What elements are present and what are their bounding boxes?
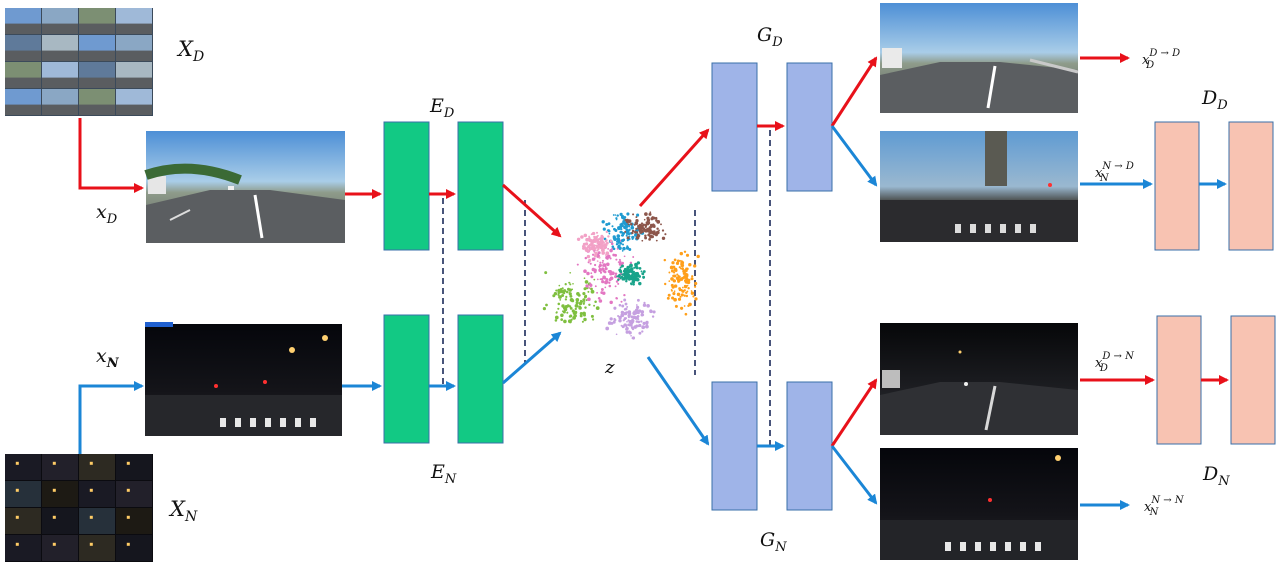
discriminator-day: [1154, 121, 1274, 251]
generator-night: [711, 381, 833, 511]
label-xN: xN: [96, 345, 120, 371]
encoder-night: [383, 314, 504, 444]
night-intersection-image: [145, 322, 342, 436]
encoder-day: [383, 121, 504, 251]
generator-day: [711, 62, 833, 192]
day-to-night-image: [880, 323, 1078, 435]
label-GN: GN: [760, 529, 787, 555]
day-flow-arrows: [78, 53, 1229, 447]
label-XN: XN: [168, 497, 198, 525]
night-scenes-grid: [5, 454, 153, 562]
label-EN: EN: [430, 461, 457, 487]
label-DN: DN: [1202, 463, 1230, 489]
label-GD: GD: [757, 24, 783, 50]
shared-weights-dashes: [442, 130, 771, 445]
day-highway-image: [144, 131, 345, 243]
night-to-day-image: [880, 131, 1078, 242]
latent-space-scatter: [542, 211, 700, 340]
label-ED: ED: [429, 95, 455, 121]
day-scenes-grid: [5, 8, 153, 116]
label-z: z: [604, 357, 615, 378]
day-to-day-image: [880, 3, 1079, 113]
night-to-night-image: [880, 448, 1078, 560]
label-xD: xD: [96, 201, 118, 227]
night-flow-arrows: [78, 125, 1227, 510]
label-XD: XD: [176, 37, 204, 65]
label-DD: DD: [1201, 87, 1228, 113]
discriminator-night: [1156, 315, 1276, 445]
